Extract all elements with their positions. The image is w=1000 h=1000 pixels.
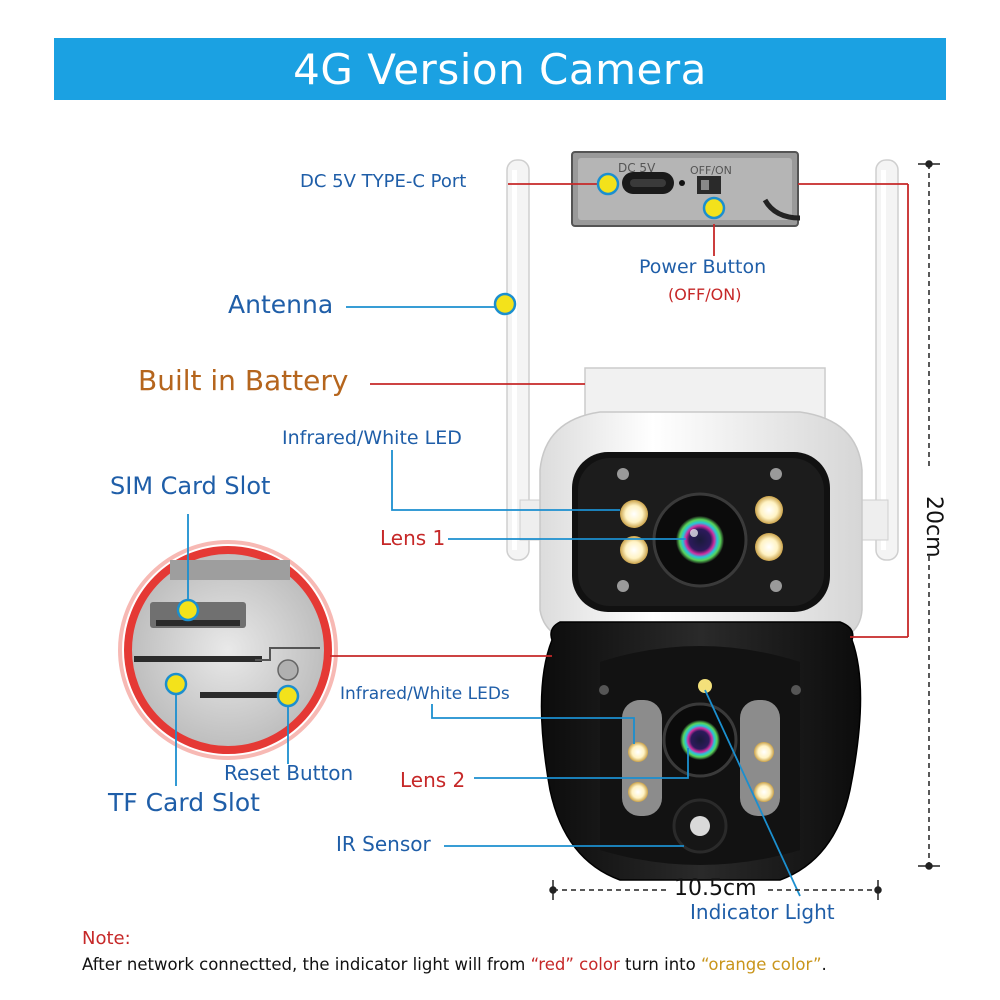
ir-led-top-label: Infrared/White LED [282, 427, 462, 449]
note-orange-word: “orange color” [701, 955, 822, 974]
power-button-label: Power Button [639, 256, 767, 278]
blue-leaders [175, 306, 801, 897]
reset-button-graphic [277, 659, 299, 681]
banner-title: 4G Version Camera [293, 44, 707, 94]
indicator-light-label: Indicator Light [690, 900, 835, 924]
port-print-switch: OFF/ON [690, 164, 732, 177]
lens1-label: Lens 1 [380, 526, 446, 550]
tf-slot-graphic [134, 656, 262, 662]
indicator-led [698, 679, 712, 693]
ir-leds-bottom-label: Infrared/White LEDs [340, 684, 510, 704]
height-dimension-label: 20cm [921, 496, 946, 558]
note-red-word: “red” color [530, 955, 620, 974]
ir-sensor [672, 798, 728, 854]
lens-1 [652, 492, 748, 588]
note-text-middle: turn into [619, 955, 701, 974]
port-print-dc: DC 5V [618, 161, 656, 175]
red-leaders [330, 183, 909, 657]
reset-button-label: Reset Button [224, 761, 354, 785]
width-dimension-label: 10.5cm [674, 876, 757, 901]
callout-dots [164, 172, 726, 708]
note-text-before: After network connectted, the indicator … [82, 955, 531, 974]
antenna-right [875, 159, 899, 561]
antenna-left [506, 159, 530, 561]
port-panel: DC 5V OFF/ON [571, 151, 801, 227]
dc-port-label: DC 5V TYPE-C Port [300, 171, 467, 192]
lens-2 [662, 702, 738, 778]
title-banner: 4G Version Camera [54, 38, 946, 100]
note-section: Note: After network connectted, the indi… [82, 928, 982, 974]
power-button-sublabel: (OFF/ON) [668, 285, 742, 304]
sim-slot-label: SIM Card Slot [110, 472, 271, 500]
ir-sensor-label: IR Sensor [336, 832, 431, 856]
height-dimension [918, 160, 940, 870]
lower-leds [628, 742, 774, 802]
slot-zoom-inset [118, 540, 338, 760]
note-title: Note: [82, 928, 131, 949]
tf-slot-label: TF Card Slot [108, 788, 260, 817]
note-text: After network connectted, the indicator … [82, 955, 982, 974]
lens2-label: Lens 2 [400, 768, 466, 792]
battery-label: Built in Battery [138, 364, 349, 397]
upper-leds [617, 468, 783, 592]
width-dimension [549, 880, 882, 900]
note-text-end: . [821, 955, 827, 974]
antenna-label: Antenna [228, 290, 334, 319]
